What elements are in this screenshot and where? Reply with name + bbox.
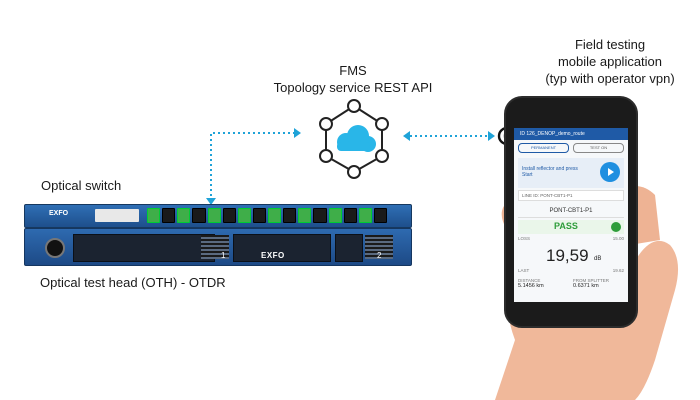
- smartphone: ID 126_DENOP_demo_route PERMANENT TEST O…: [504, 96, 638, 328]
- oth-vent: [365, 235, 393, 259]
- oth-device: 1 EXFO 2: [24, 228, 412, 266]
- switch-port: [343, 208, 357, 223]
- field-testing-label: Field testing mobile application (typ wi…: [520, 36, 700, 87]
- test-on-toggle[interactable]: TEST ON: [573, 143, 624, 153]
- switch-port: [147, 208, 161, 223]
- splitter-cell: FROM SPLITTER 0.6371 km: [573, 278, 624, 289]
- arrow-up-icon: [206, 198, 216, 205]
- fms-label: FMS Topology service REST API: [255, 62, 451, 96]
- switch-port: [252, 208, 266, 223]
- switch-port: [192, 208, 206, 223]
- oth-panel-center: [233, 234, 331, 262]
- oth-label: Optical test head (OTH) - OTDR: [40, 275, 226, 290]
- play-button[interactable]: [600, 162, 620, 182]
- arrow-left-icon: [403, 131, 410, 141]
- check-icon: [611, 222, 621, 232]
- distance-row: DISTANCE 5.1456 km FROM SPLITTER 0.6371 …: [518, 278, 624, 289]
- oth-panel-right: [335, 234, 363, 262]
- app-title-bar: ID 126_DENOP_demo_route: [514, 128, 628, 140]
- distance-value: 5.1456 km: [518, 283, 544, 289]
- switch-port: [373, 208, 387, 223]
- loss-unit: dB: [594, 256, 602, 262]
- loss-value: 19,59: [546, 246, 589, 265]
- switch-port: [162, 208, 176, 223]
- power-knob: [45, 238, 65, 258]
- oth-port-number-2: 2: [377, 251, 382, 260]
- network-topology-icon: [319, 99, 389, 179]
- result-banner: PASS: [518, 220, 624, 234]
- fms-subtitle: Topology service REST API: [273, 80, 433, 95]
- oth-panel-left: [73, 234, 215, 262]
- line-id-field[interactable]: LINE ID: PONT-CBT1-P1: [518, 190, 624, 201]
- switch-port: [298, 208, 312, 223]
- optical-switch-label: Optical switch: [41, 178, 122, 193]
- switch-port: [222, 208, 236, 223]
- loss-reference: 15.00: [612, 236, 624, 241]
- switch-port: [328, 208, 342, 223]
- field-line-1: Field testing: [574, 37, 646, 52]
- switch-port: [268, 208, 282, 223]
- cloud-icon: [337, 125, 376, 152]
- switch-ports: [147, 208, 387, 223]
- switch-port: [313, 208, 327, 223]
- field-line-3: (typ with operator vpn): [545, 71, 675, 86]
- last-label: LAST: [518, 268, 530, 273]
- switch-brand: EXFO: [49, 210, 69, 217]
- switch-port: [283, 208, 297, 223]
- result-text: PASS: [554, 221, 578, 231]
- switch-port: [237, 208, 251, 223]
- permanent-toggle[interactable]: PERMANENT: [518, 143, 569, 153]
- switch-port: [358, 208, 372, 223]
- app-screen: ID 126_DENOP_demo_route PERMANENT TEST O…: [514, 128, 628, 302]
- splitter-value: 0.6371 km: [573, 283, 599, 289]
- distance-label: DISTANCE: [518, 278, 541, 283]
- arrow-right-icon-2: [488, 131, 495, 141]
- fms-title: FMS: [339, 63, 367, 78]
- field-line-2: mobile application: [557, 54, 663, 69]
- loss-readout: LOSS 15.00 19,59 dB LAST 19.62: [518, 236, 624, 276]
- splitter-label: FROM SPLITTER: [573, 278, 610, 283]
- oth-vent: [201, 235, 229, 259]
- arrow-right-icon: [294, 128, 301, 138]
- switch-fms-connector: [210, 132, 294, 196]
- switch-port: [177, 208, 191, 223]
- instruction-text: Install reflector and press Start: [522, 166, 578, 178]
- optical-switch-device: EXFO: [24, 204, 412, 228]
- switch-control-panel: [95, 209, 139, 222]
- pon-label: PONT-CBT1-P1: [518, 205, 624, 218]
- last-reference: 19.62: [612, 268, 624, 273]
- mode-toggles: PERMANENT TEST ON: [514, 140, 628, 156]
- oth-port-number-1: 1: [221, 251, 226, 260]
- distance-cell: DISTANCE 5.1456 km: [518, 278, 569, 289]
- oth-brand: EXFO: [261, 251, 285, 260]
- switch-port: [207, 208, 221, 223]
- instruction-card: Install reflector and press Start: [518, 158, 624, 188]
- loss-label: LOSS: [518, 236, 531, 241]
